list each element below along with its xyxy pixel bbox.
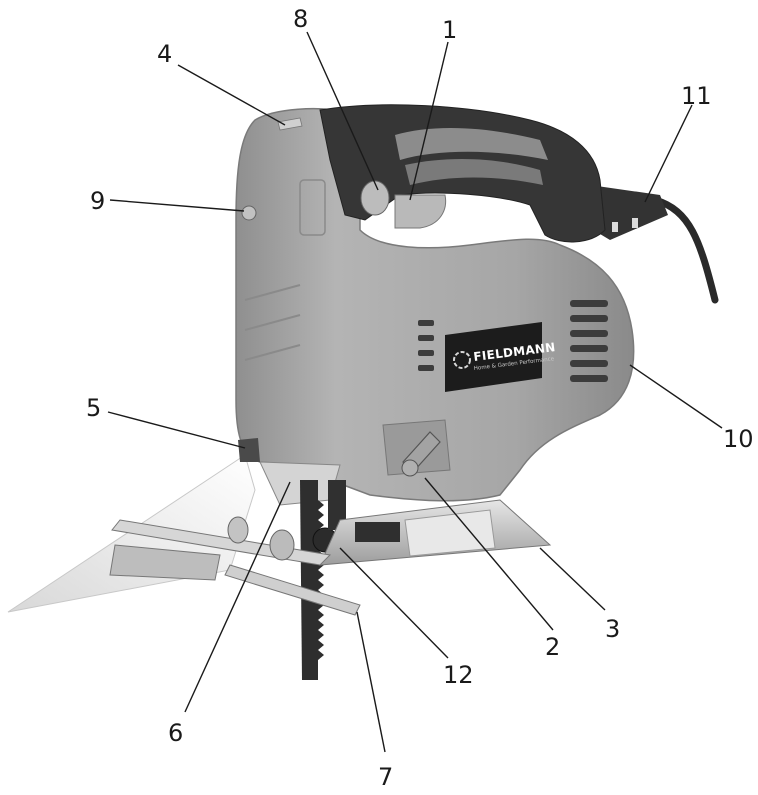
top-vent [277, 117, 303, 131]
callout-4: 4 [157, 40, 172, 68]
grip-insert [395, 128, 548, 160]
parallel-guide [109, 516, 361, 616]
callout-11: 11 [681, 82, 712, 110]
grip-insert [405, 158, 543, 185]
callout-12: 12 [443, 661, 474, 689]
callout-10: 10 [723, 425, 754, 453]
light-lens [238, 438, 260, 462]
trigger-switch [394, 194, 447, 229]
side-button [241, 205, 257, 221]
callout-8: 8 [293, 5, 308, 33]
callout-3: 3 [605, 615, 620, 643]
leader-lines [107, 31, 723, 753]
brand-label: FIELDMANN Home & Garden Performance [445, 322, 556, 392]
brand-logo-icon [453, 351, 471, 369]
callout-2: 2 [545, 633, 560, 661]
motor-vents [570, 300, 608, 382]
lock-button [360, 180, 390, 216]
callout-6: 6 [168, 719, 183, 747]
front-vents [418, 320, 434, 371]
power-cord [651, 196, 719, 304]
callout-1: 1 [442, 16, 457, 44]
callout-9: 9 [90, 187, 105, 215]
saw-blade [300, 480, 318, 680]
pendulum-knob [382, 419, 451, 477]
callout-7: 7 [378, 763, 393, 791]
callout-5: 5 [86, 394, 101, 422]
callout-numbers: 1 2 3 4 5 6 7 8 9 10 11 12 [86, 5, 754, 791]
